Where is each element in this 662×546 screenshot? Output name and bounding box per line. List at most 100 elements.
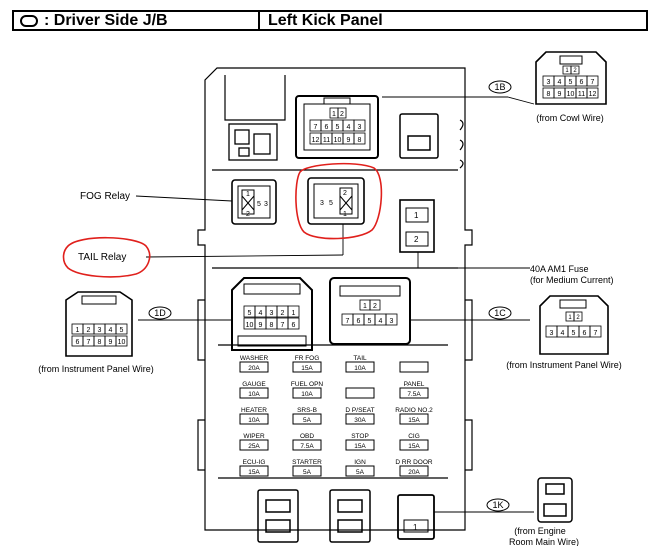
tail-relay-pin-1: 1 [343, 211, 347, 218]
pin-number: 9 [347, 137, 351, 144]
pin-number: 3 [270, 310, 274, 317]
pin-cell [573, 311, 583, 322]
fuse-rating: 10A [248, 417, 260, 424]
fuse-rating: 25A [248, 443, 260, 450]
pin-number: 8 [547, 91, 551, 98]
fuse: SRS-B5A [292, 407, 322, 425]
pin-cell [287, 305, 300, 318]
pin-number: 6 [325, 124, 329, 131]
fuse-body [399, 387, 429, 399]
pin-number: 10 [334, 137, 342, 144]
pin-cell [586, 87, 599, 99]
connector-id-1b: 1B [488, 80, 512, 94]
pin-number: 5 [572, 330, 576, 337]
fog-relay: 1 2 5 3 [231, 179, 277, 225]
from-instrument-panel-wire-right-label: (from Instrument Panel Wire) [506, 360, 622, 370]
junction-block-title: : Driver Side J/B [14, 12, 260, 29]
fuse-name: ECU-IG [243, 459, 266, 466]
pin-number: 1 [332, 111, 336, 118]
pin-number: 7 [591, 79, 595, 86]
fuse-name: CIG [408, 433, 420, 440]
pin-cell [287, 317, 300, 330]
location-title: Left Kick Panel [268, 11, 383, 29]
pin-number: 6 [357, 318, 361, 325]
am1-fuse: 1 2 [399, 199, 435, 253]
fuse-body [345, 361, 375, 373]
from-engine-room-sublabel: Room Main Wire) [509, 537, 579, 546]
fuse-rating: 20A [408, 469, 420, 476]
pin-number: 2 [281, 310, 285, 317]
fuse-name: OBD [300, 433, 314, 440]
fuse-body [292, 361, 322, 373]
am1-fuse-sublabel: (for Medium Current) [530, 275, 614, 285]
fuse-name: HEATER [241, 407, 267, 414]
pin-number: 12 [589, 91, 597, 98]
pin-number: 7 [594, 330, 598, 337]
pin-number: 8 [358, 137, 362, 144]
tail-relay-label: TAIL Relay [78, 252, 126, 263]
connector-id-1k-label: 1K [492, 500, 503, 510]
fuse-rating: 15A [248, 469, 260, 476]
fog-relay-pin-3: 3 [264, 201, 268, 208]
connector-id-1d-label: 1D [154, 308, 166, 318]
fuse-name: STARTER [292, 459, 322, 466]
fuse [345, 387, 375, 399]
bottom-sockets [257, 489, 371, 543]
connector-id-1k: 1K [486, 498, 510, 512]
pin-cell [353, 119, 366, 132]
pin-number: 11 [578, 91, 585, 98]
connector-id-1c: 1C [488, 306, 512, 320]
am1-fuse-pin-2: 2 [414, 235, 419, 244]
fuse-name: IGN [354, 459, 366, 466]
pin-number: 4 [259, 310, 263, 317]
tail-relay-highlight-circle [295, 162, 383, 240]
fuse-name: RADIO NO.2 [395, 407, 433, 414]
pin-number: 10 [118, 339, 126, 346]
fog-relay-pin-2: 2 [246, 211, 250, 218]
pin-number: 6 [76, 339, 80, 346]
leader-lines [135, 96, 535, 513]
pin-number: 6 [292, 322, 296, 329]
red-annotations [62, 162, 383, 278]
pin-cell [353, 132, 366, 145]
pin-cell [369, 299, 381, 311]
pin-number: 5 [120, 327, 124, 334]
pin-number: 3 [550, 330, 554, 337]
pin-cell [570, 65, 580, 75]
fuse-body [345, 465, 375, 477]
fuse-name: WASHER [240, 355, 269, 362]
tail-relay-pin-2: 2 [343, 190, 347, 197]
fuse-body [239, 387, 269, 399]
pin-number: 1 [363, 303, 367, 310]
external-connector-1k [537, 477, 573, 523]
junction-block-housing [197, 67, 473, 531]
fuse-body [399, 465, 429, 477]
am1-fuse-pin-1: 1 [414, 211, 419, 220]
pin-number: 4 [379, 318, 383, 325]
pin-number: 11 [323, 137, 330, 144]
fuse-rating: 10A [248, 391, 260, 398]
pin-number: 9 [109, 339, 113, 346]
fog-relay-pin-5: 5 [257, 201, 261, 208]
tail-relay: 3 5 2 1 [307, 177, 365, 225]
